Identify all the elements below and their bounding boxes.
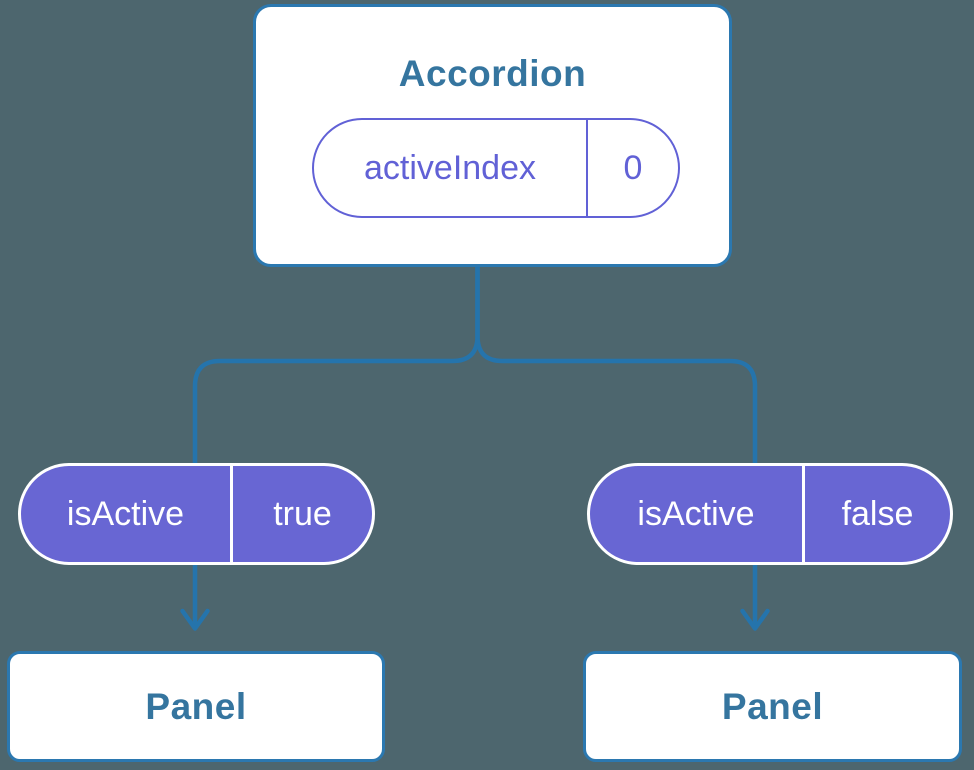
accordion-component-box: Accordion activeIndex 0	[253, 4, 732, 267]
prop-pill-right: isActive false	[587, 463, 953, 565]
state-pill-value: 0	[586, 120, 678, 216]
prop-pill-left: isActive true	[18, 463, 375, 565]
connector-left-branch	[192, 263, 480, 627]
prop-pill-right-name: isActive	[637, 494, 755, 533]
arrowhead-left-icon	[180, 608, 210, 631]
arrowhead-right-icon	[740, 608, 770, 631]
panel-box-left: Panel	[7, 651, 385, 762]
state-pill-name: activeIndex	[364, 148, 536, 187]
state-pill: activeIndex 0	[312, 118, 680, 218]
panel-right-label: Panel	[721, 685, 824, 727]
prop-pill-left-name: isActive	[66, 494, 185, 533]
prop-pill-right-value: false	[802, 466, 950, 562]
prop-pill-left-value: true	[230, 466, 372, 562]
accordion-title: Accordion	[398, 53, 587, 94]
panel-left-label: Panel	[145, 685, 247, 727]
connector-right-branch	[475, 263, 758, 627]
panel-box-right: Panel	[583, 651, 962, 762]
